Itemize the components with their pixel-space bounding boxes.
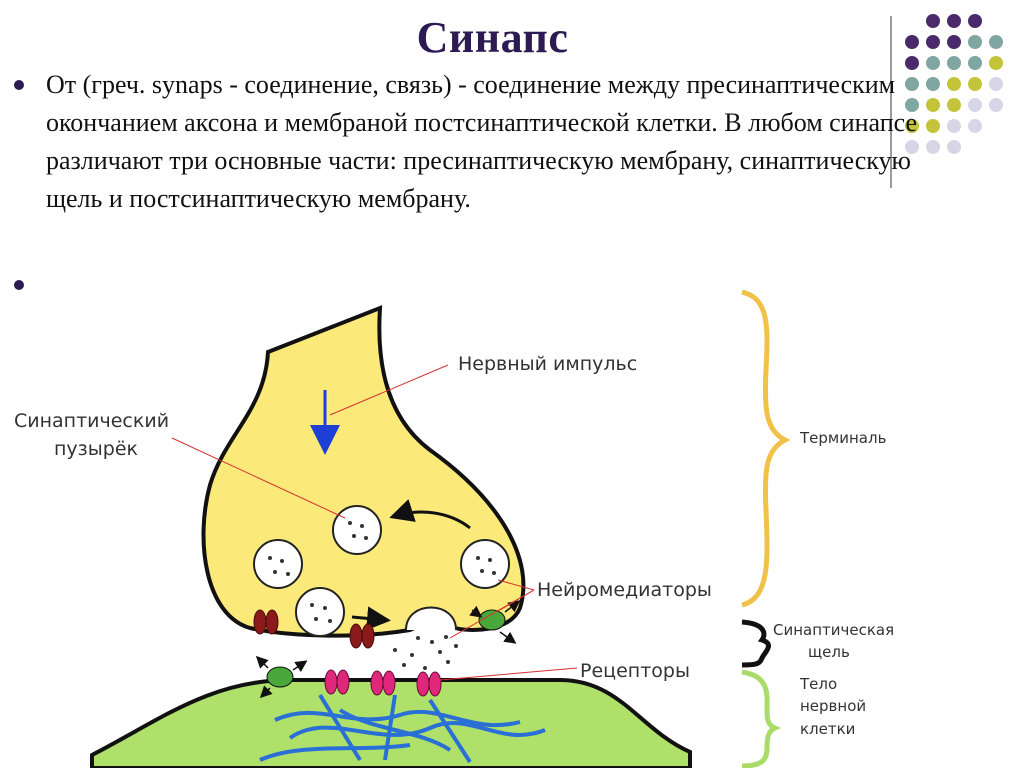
decorative-dot <box>947 119 961 133</box>
label-cell-line3: клетки <box>800 720 855 738</box>
decorative-dot <box>947 77 961 91</box>
label-cleft-line1: Синаптическая <box>773 621 894 639</box>
empty-bullet-dot-icon <box>14 280 24 290</box>
label-receptors: Рецепторы <box>580 660 690 682</box>
decorative-dot <box>926 56 940 70</box>
presynaptic-channels <box>253 609 375 649</box>
label-cleft-line2: щель <box>808 643 850 661</box>
label-neurotransmitters: Нейромедиаторы <box>537 579 712 601</box>
decorative-dot <box>968 56 982 70</box>
decorative-dot <box>968 35 982 49</box>
decorative-dot <box>905 119 919 133</box>
decorative-dot <box>926 140 940 154</box>
decorative-dot <box>968 98 982 112</box>
decorative-dot <box>926 35 940 49</box>
decorative-dot <box>905 56 919 70</box>
decorative-divider <box>890 16 892 188</box>
label-vesicle-line2: пузырёк <box>54 438 138 460</box>
decorative-dot <box>989 98 1003 112</box>
decorative-dot <box>947 140 961 154</box>
pointer-lines <box>171 364 578 681</box>
definition-text: От (греч. synaps - соединение, связь) - … <box>46 70 918 213</box>
label-terminal: Терминаль <box>799 429 886 447</box>
decorative-dot <box>926 77 940 91</box>
decorative-dot <box>905 98 919 112</box>
decorative-dot <box>947 35 961 49</box>
release-arrow <box>351 606 391 631</box>
decorative-dot <box>926 119 940 133</box>
decorative-dot <box>905 77 919 91</box>
vesicle-icon <box>460 539 510 589</box>
decorative-dot <box>968 14 982 28</box>
decorative-dot <box>926 98 940 112</box>
vesicle-icon <box>253 539 303 589</box>
bullet-item: От (греч. synaps - соединение, связь) - … <box>14 66 954 218</box>
vesicle-icon <box>295 587 345 637</box>
label-vesicle-line1: Синаптический <box>14 410 169 432</box>
recycling-arrow <box>389 499 471 530</box>
decorative-dot <box>968 119 982 133</box>
decorative-dot <box>947 56 961 70</box>
decorative-dot <box>968 77 982 91</box>
bullet-dot-icon <box>14 80 24 90</box>
cell-bracket <box>741 669 782 768</box>
label-nerve-impulse: Нервный импульс <box>458 353 637 375</box>
decorative-dot <box>989 56 1003 70</box>
decorative-dot <box>926 14 940 28</box>
decorative-dot <box>905 35 919 49</box>
receptor-icon <box>324 669 442 697</box>
slide-title: Синапс <box>416 13 569 62</box>
decorative-dot <box>947 98 961 112</box>
fusing-vesicle-icon <box>405 606 457 631</box>
cytoskeleton-fibres <box>259 693 546 764</box>
decorative-dot <box>947 14 961 28</box>
reuptake-transporters <box>255 600 521 699</box>
neurotransmitter-dots <box>268 521 496 670</box>
terminal-bracket <box>741 290 791 608</box>
decorative-dot <box>905 140 919 154</box>
bullet-list: От (греч. synaps - соединение, связь) - … <box>14 66 954 218</box>
label-cell-line1: Тело <box>799 675 837 693</box>
vesicle-icon <box>332 505 382 555</box>
synapse-diagram: Нервный импульс Синаптический пузырёк Не… <box>14 290 894 768</box>
decorative-dot <box>989 77 1003 91</box>
cleft-bracket <box>741 619 771 668</box>
decorative-dot <box>989 35 1003 49</box>
label-cell-line2: нервной <box>800 697 866 715</box>
